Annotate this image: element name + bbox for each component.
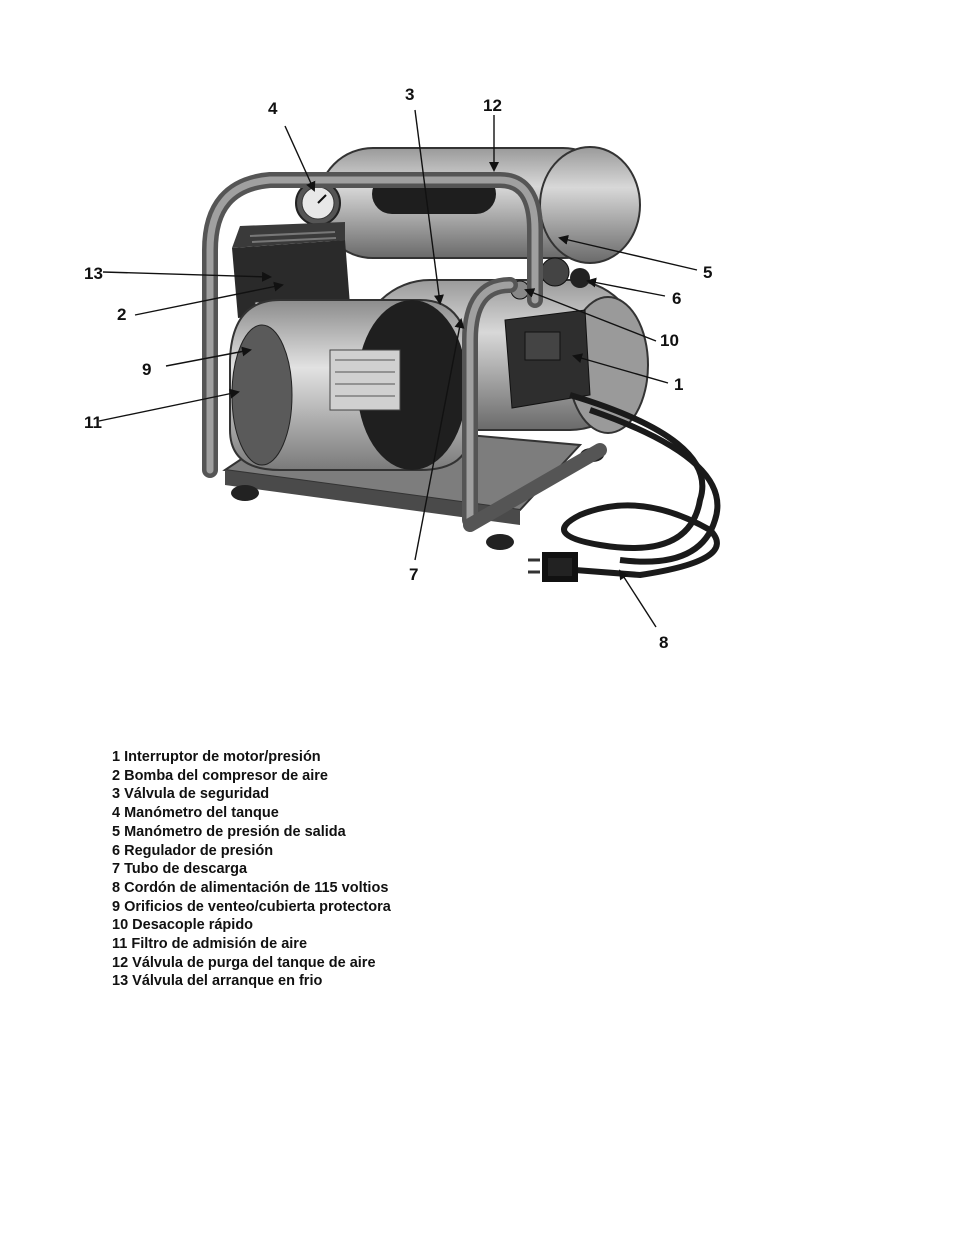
legend-item: 5 Manómetro de presión de salida — [112, 823, 346, 840]
callout-12: 12 — [483, 96, 502, 115]
leader-11 — [98, 388, 240, 422]
callout-3: 3 — [405, 85, 415, 104]
pressure-switch-box — [504, 309, 591, 409]
legend-item: 7 Tubo de descarga — [112, 861, 248, 878]
leader-13 — [102, 271, 272, 282]
callout-4: 4 — [268, 99, 278, 118]
leader-6 — [586, 277, 666, 297]
legend-item: 13 Válvula del arranque en frio — [112, 973, 323, 990]
leader-2 — [134, 281, 284, 316]
callout-6: 6 — [672, 289, 682, 308]
leader-10 — [524, 288, 657, 342]
legend-item: 8 Cordón de alimentación de 115 voltios — [112, 879, 389, 896]
power-cord — [528, 392, 721, 582]
callout-8: 8 — [659, 633, 669, 652]
leader-5 — [558, 234, 698, 271]
frame-tubing — [202, 172, 607, 532]
motor — [229, 299, 471, 471]
callout-11: 11 — [84, 413, 102, 432]
compressor-illustration — [98, 109, 721, 628]
legend-item: 4 Manómetro del tanque — [112, 805, 279, 822]
leader-1 — [572, 353, 669, 384]
leader-8 — [618, 569, 657, 628]
legend-item: 2 Bomba del compresor de aire — [112, 767, 328, 784]
callout-13: 13 — [84, 264, 103, 283]
compressor-figure: 1 2 3 4 5 6 7 8 9 10 11 12 13 — [84, 85, 721, 652]
leader-9 — [165, 346, 252, 367]
legend-item: 9 Orificios de venteo/cubierta protector… — [112, 898, 391, 915]
legend-item: 3 Válvula de seguridad — [112, 786, 270, 803]
legend-item: 10 Desacople rápido — [112, 917, 254, 934]
callout-9: 9 — [142, 360, 152, 379]
callout-5: 5 — [703, 263, 713, 282]
callout-10: 10 — [660, 331, 679, 350]
parts-legend: 1 Interruptor de motor/presión 2 Bomba d… — [112, 748, 391, 991]
legend-item: 12 Válvula de purga del tanque de aire — [112, 954, 376, 971]
leader-4 — [284, 125, 316, 192]
legend-item: 1 Interruptor de motor/presión — [112, 749, 321, 765]
legend-item: 6 Regulador de presión — [112, 842, 274, 859]
callout-7: 7 — [409, 565, 419, 584]
legend-item: 11 Filtro de admisión de aire — [112, 936, 308, 953]
leader-7 — [414, 318, 465, 561]
callout-2: 2 — [117, 305, 127, 324]
leader-3 — [414, 109, 444, 305]
callout-1: 1 — [674, 375, 684, 394]
leader-lines — [98, 109, 698, 628]
